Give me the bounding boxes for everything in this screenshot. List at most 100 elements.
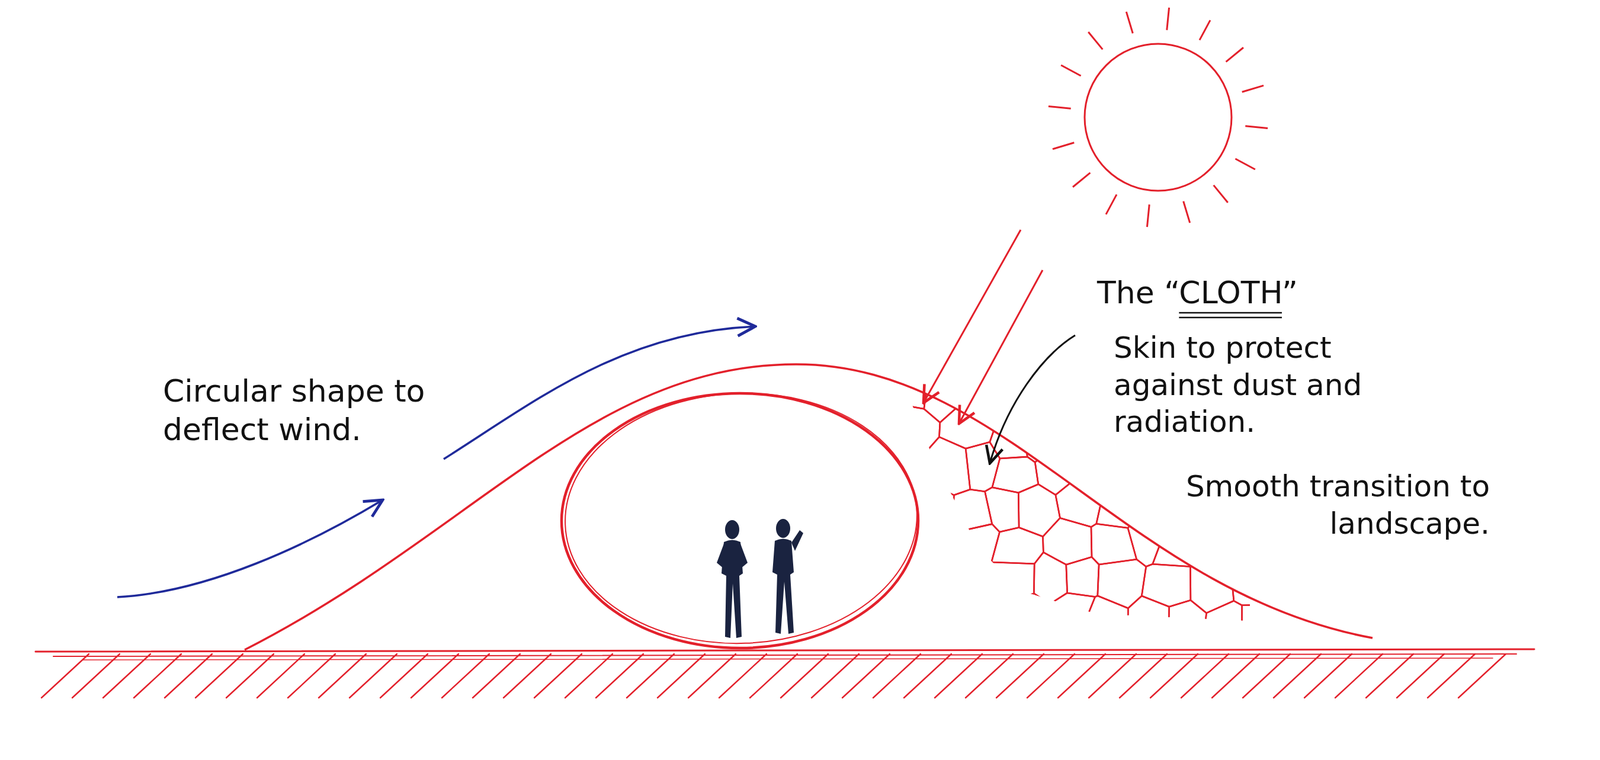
- hatch-stroke: [1396, 653, 1445, 698]
- cloth-cell: [1041, 370, 1097, 415]
- cloth-cell: [876, 355, 936, 387]
- hatch-stroke: [1211, 653, 1260, 698]
- sun-ray: [1072, 172, 1090, 188]
- sun-ray: [1105, 194, 1117, 214]
- cloth-cell: [1239, 512, 1292, 563]
- underline-stroke: [1178, 312, 1282, 314]
- sun-ray: [1166, 7, 1170, 31]
- radiation-arrow: [923, 229, 1021, 403]
- hatch-stroke: [287, 653, 336, 698]
- cloth-cell: [997, 381, 1048, 423]
- hatch-stroke: [965, 653, 1013, 698]
- cloth-cell: [876, 374, 929, 409]
- hatch-stroke: [565, 653, 613, 698]
- cloth-cell: [1202, 600, 1243, 652]
- cloth-cell: [1091, 523, 1137, 565]
- cloth-cell: [914, 527, 961, 574]
- hatch-stroke: [1366, 653, 1414, 698]
- cloth-cell: [1168, 600, 1207, 652]
- ground-hatching: [35, 649, 1535, 698]
- cloth-cell: [1057, 355, 1098, 376]
- cloth-cell: [1018, 483, 1060, 537]
- cloth-cell: [876, 400, 941, 451]
- hatch-stroke: [380, 653, 428, 698]
- hatch-stroke: [934, 653, 983, 698]
- cloth-cell: [960, 592, 1010, 652]
- person-figure: [716, 520, 748, 638]
- hatch-stroke: [1057, 653, 1106, 698]
- sun-ray: [1226, 47, 1244, 62]
- cloth-cell: [928, 437, 971, 496]
- hatch-stroke: [195, 653, 243, 698]
- cloth-cell: [1051, 408, 1099, 459]
- hatch-stroke: [1150, 653, 1198, 698]
- cloth-cell: [991, 527, 1044, 564]
- hatch-stroke: [257, 653, 305, 698]
- cloth-cell: [1127, 510, 1169, 567]
- sun-ray: [1199, 20, 1211, 40]
- wind-arrow: [443, 326, 756, 460]
- inner-space-ellipse-sketch: [560, 387, 922, 650]
- sun-ray: [1088, 31, 1103, 50]
- wind-arrow: [117, 499, 383, 598]
- note-label: Smooth transition to landscape.: [1175, 467, 1490, 543]
- cloth-cell: [924, 365, 967, 423]
- hatch-stroke: [472, 653, 521, 698]
- cloth-cell: [1261, 552, 1292, 621]
- hatch-stroke: [1335, 653, 1383, 698]
- hatch-stroke: [1027, 653, 1075, 698]
- cloth-cell: [935, 552, 989, 599]
- hatch-stroke: [749, 653, 798, 698]
- cloth-cell: [1049, 592, 1095, 652]
- hatch-stroke: [996, 653, 1044, 698]
- cloth-cell: [1241, 604, 1292, 652]
- hatch-stroke: [1304, 653, 1352, 698]
- hatch-stroke: [441, 653, 490, 698]
- hatch-stroke: [133, 653, 182, 698]
- cloth-cell: [1034, 445, 1084, 495]
- hatch-stroke: [411, 653, 459, 698]
- note-label-wrap: Circular shape to deflect wind.: [162, 372, 507, 450]
- note-label-wrap: Smooth transition to landscape.: [1175, 467, 1490, 543]
- cloth-cell: [1022, 412, 1057, 463]
- sun-ray: [1146, 204, 1150, 227]
- ground-line: [82, 658, 1493, 660]
- hatch-stroke: [1119, 653, 1167, 698]
- cloth-cell: [1127, 451, 1166, 496]
- hatch-stroke: [1242, 653, 1291, 698]
- hatch-stroke: [1088, 653, 1137, 698]
- cloth-cell: [985, 487, 1020, 532]
- hatch-stroke: [1458, 653, 1506, 698]
- hatch-stroke: [503, 653, 551, 698]
- hatch-stroke: [164, 653, 213, 698]
- cloth-cell: [1083, 442, 1131, 488]
- hatch-stroke: [72, 653, 120, 698]
- person-figure: [772, 518, 804, 634]
- cloth-cell: [1025, 355, 1062, 386]
- hatch-stroke: [780, 653, 829, 698]
- sun-symbol: [1048, 7, 1268, 227]
- sun-ray: [1213, 185, 1228, 203]
- underline-stroke: [1178, 316, 1282, 319]
- note-label: Circular shape to deflect wind.: [162, 372, 507, 450]
- sun-ray: [1048, 106, 1072, 109]
- hatch-stroke: [41, 653, 89, 698]
- sun-disc: [1084, 43, 1232, 191]
- cloth-cell: [1072, 595, 1128, 652]
- cloth-cell: [876, 598, 937, 652]
- double-underline: [1178, 312, 1282, 318]
- sun-ray: [1183, 201, 1191, 223]
- cloth-cell: [931, 591, 976, 652]
- hatch-stroke: [719, 653, 767, 698]
- cloth-cell: [899, 486, 954, 534]
- cloth-cell: [1262, 417, 1292, 467]
- sun-ray: [1242, 85, 1264, 92]
- cloth-cell: [1042, 517, 1092, 565]
- note-label: The “CLOTH”: [1097, 273, 1406, 313]
- cloth-cell: [1066, 556, 1099, 597]
- cloth-cell: [987, 562, 1035, 604]
- cloth-cell: [1141, 480, 1194, 522]
- cloth-cell: [1230, 561, 1270, 606]
- sun-ray: [1245, 126, 1268, 129]
- cloth-cell: [1127, 595, 1170, 652]
